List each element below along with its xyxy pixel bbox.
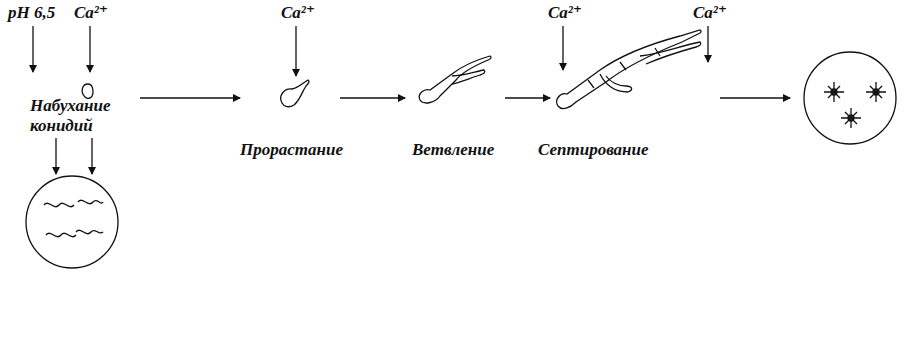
conidia-dish — [26, 176, 118, 268]
factor-arrow — [295, 26, 296, 76]
branching-hypha — [419, 56, 491, 103]
stage-label: Септирование — [538, 140, 649, 160]
factor-label: Ca²⁺ — [281, 3, 315, 23]
stage-label: Ветвление — [412, 140, 494, 160]
effect-arrow — [55, 138, 56, 174]
factor-arrow — [707, 26, 708, 62]
germ-tube — [281, 80, 309, 107]
effect-arrow — [91, 138, 92, 174]
stage-label: Прорастание — [240, 140, 343, 160]
curved-hyphae — [44, 200, 103, 236]
stage-arrow — [340, 97, 405, 98]
stage-arrow — [720, 97, 790, 98]
septate-hypha — [557, 30, 701, 109]
factor-arrow — [89, 26, 90, 72]
septum — [588, 80, 594, 88]
factor-label: Ca²⁺ — [74, 3, 108, 23]
colony-dish — [804, 52, 896, 144]
factor-arrow — [562, 26, 563, 70]
septum — [655, 48, 660, 56]
factor-label: Ca²⁺ — [693, 3, 727, 23]
hypha-branch — [640, 42, 701, 64]
hypha-branch — [452, 70, 485, 84]
factor-label: pH 6,5 — [8, 3, 55, 23]
stellate-colonies — [824, 82, 886, 128]
stage-arrow — [505, 97, 550, 98]
stage-label: Набухание конидий — [30, 96, 138, 135]
stage-arrow — [140, 97, 240, 98]
septum — [620, 62, 626, 70]
factor-arrow — [32, 26, 33, 72]
hypha-branch — [600, 74, 632, 92]
factor-label: Ca²⁺ — [548, 3, 582, 23]
